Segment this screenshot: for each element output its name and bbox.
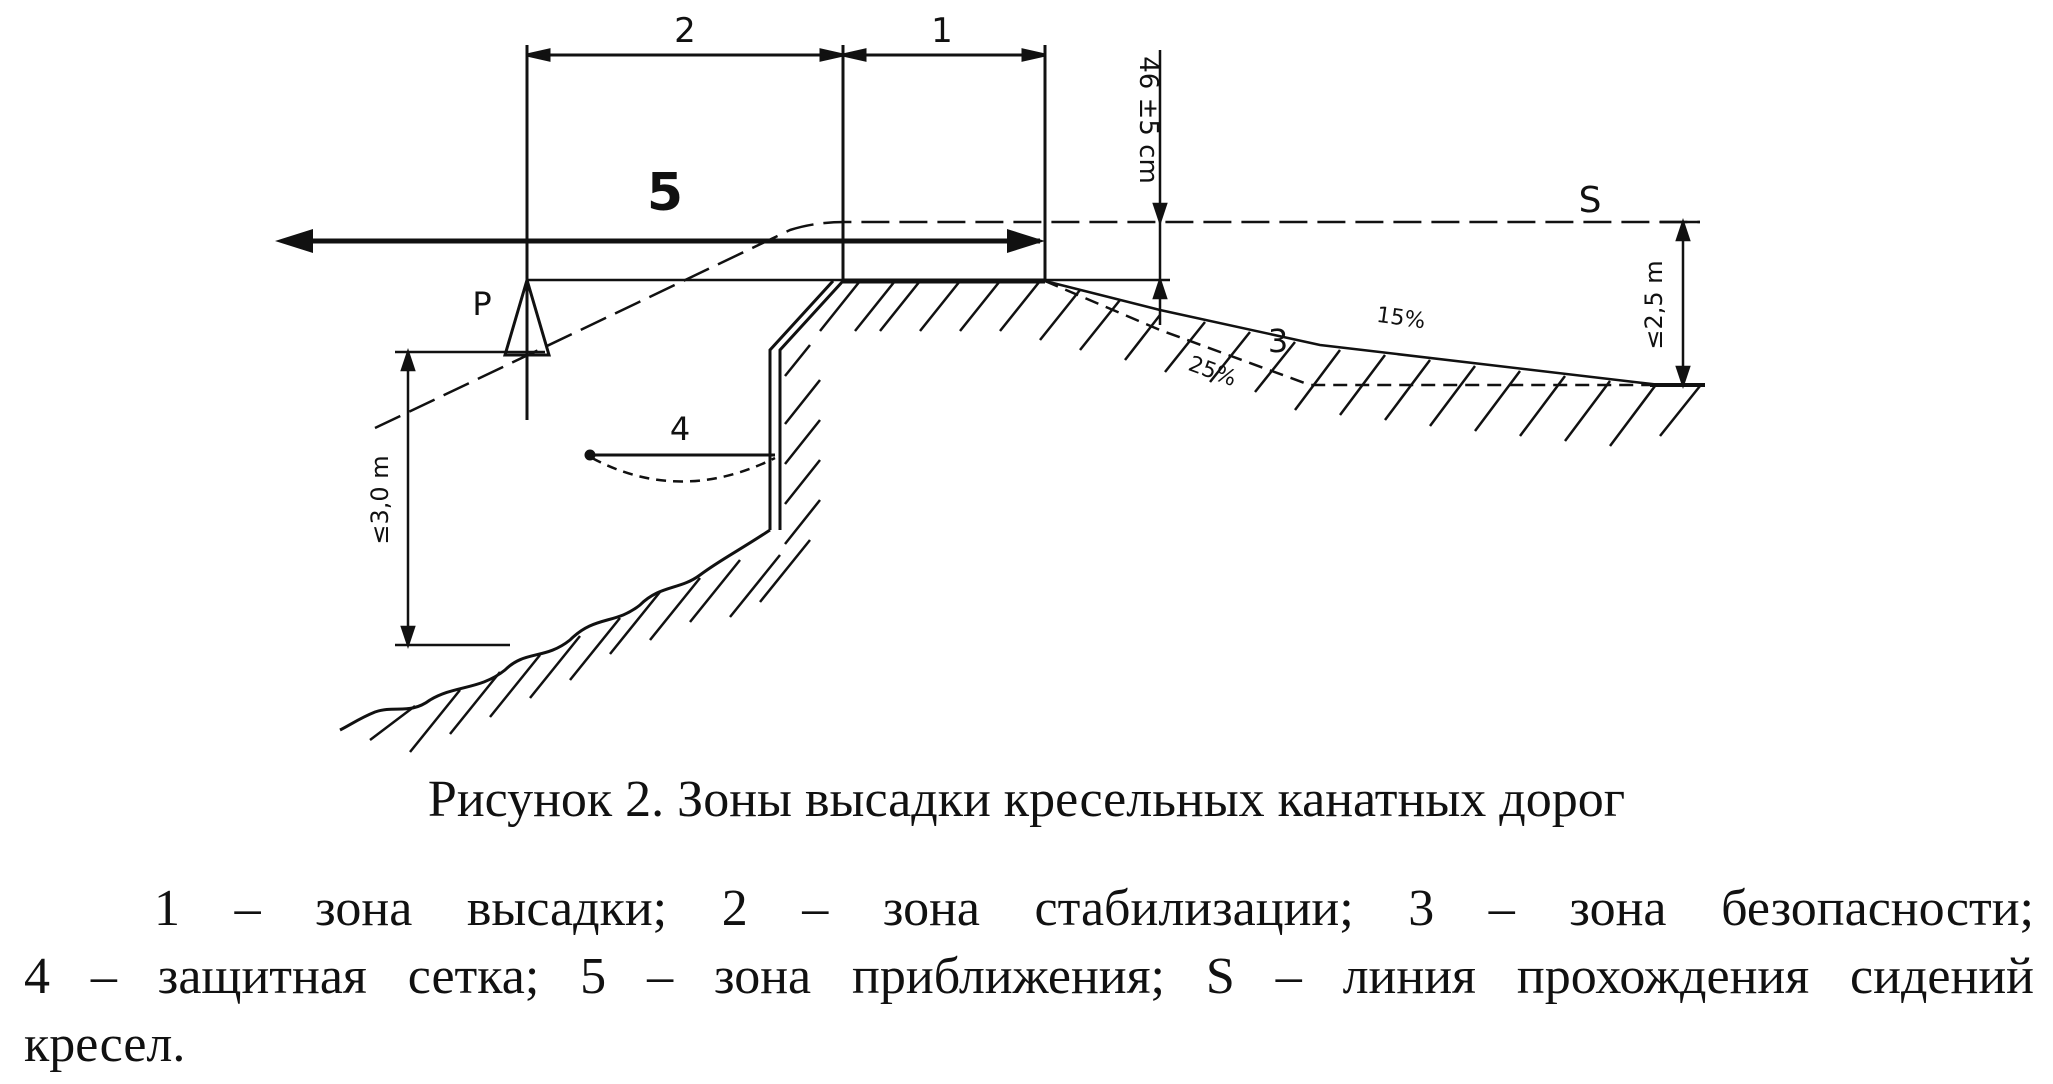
platform-wall [768, 279, 845, 530]
height-dim-3-0m [395, 348, 545, 649]
ground-hatching-left [369, 554, 781, 753]
safety-net [584, 449, 776, 483]
ground-slope-left [339, 528, 771, 732]
ground-hatching-wall [759, 280, 896, 603]
figure-legend: 1 – зона высадки; 2 – зона стабилизации;… [24, 875, 2034, 1079]
zone-2-label: 2 [674, 11, 696, 51]
height-dim-3-0m-label: ≤3,0 m [366, 455, 394, 544]
slope-15-label: 15% [1375, 303, 1427, 335]
height-dim-46cm [1152, 50, 1168, 325]
point-p-label: P [472, 285, 491, 323]
seat-line-label: S [1579, 180, 1602, 221]
approach-arrow [275, 229, 1045, 253]
legend-line-2: 4 – защитная сетка; 5 – зона приближения… [24, 948, 2034, 1005]
zone-1-label: 1 [931, 11, 953, 51]
legend-line-3: кресел. [24, 1016, 186, 1073]
point-p-symbol [502, 274, 552, 420]
zone-5-label: 5 [647, 163, 683, 223]
figure-caption: Рисунок 2. Зоны высадки кресельных канат… [427, 771, 1626, 828]
safety-zone-ground [1044, 279, 1705, 387]
ground-hatching-right [879, 280, 1701, 447]
safety-net-label: 4 [670, 410, 690, 448]
zone-3-label: 3 [1268, 322, 1288, 360]
height-dim-2-5m [1660, 218, 1700, 389]
seat-passage-line [374, 220, 1700, 430]
slope-25-label: 25% [1185, 352, 1240, 392]
legend-line-1: 1 – зона высадки; 2 – зона стабилизации;… [154, 880, 2034, 937]
top-dimensions [525, 45, 1047, 420]
height-dim-46cm-label: 46 ±5 cm [1133, 56, 1163, 184]
height-dim-2-5m-label: ≤2,5 m [1640, 260, 1668, 349]
chairlift-unloading-zones-diagram: 2 1 5 S 46 ±5 cm ≤2,5 m [275, 11, 1705, 753]
